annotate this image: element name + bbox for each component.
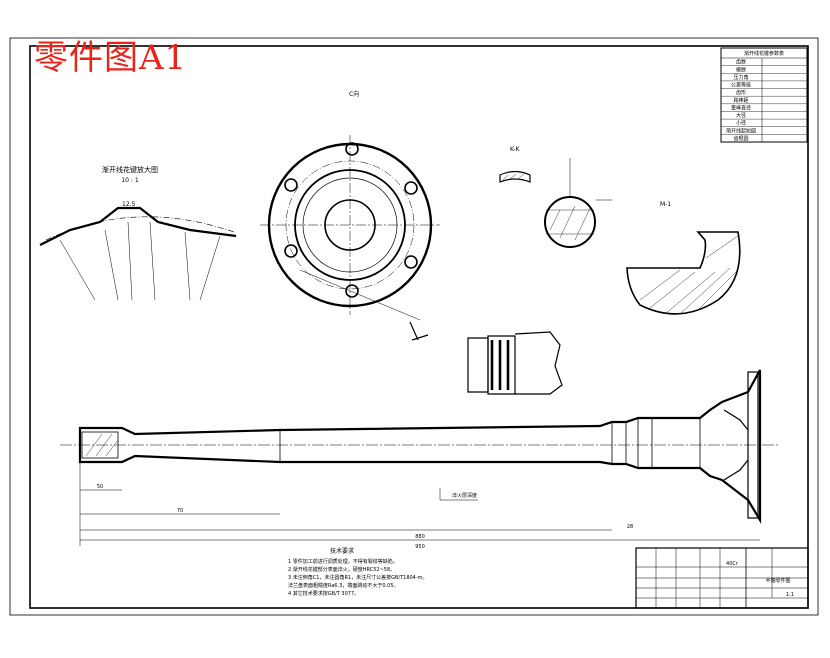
- param-table-row-label: 压力角: [733, 74, 748, 81]
- title-block: 半轴零件图 40Cr 1:1: [635, 547, 809, 609]
- dim-880: 880: [415, 534, 425, 540]
- tech-req-item-5: 4 其它技术要求按GB/T 3077。: [288, 590, 359, 597]
- detail-m-view: M-1: [626, 201, 741, 315]
- param-table-title: 渐开线花键参数表: [744, 50, 784, 57]
- inner-border: [29, 45, 809, 609]
- section-kk-label: K-K: [510, 146, 520, 153]
- detail-m-label: M-1: [660, 201, 671, 208]
- dim-950: 950: [415, 544, 425, 550]
- tech-req-item-4: 法兰盘表面粗糙度Ra6.3，端面跳动不大于0.05。: [288, 582, 399, 589]
- tech-req-item-3: 3 未注倒角C1，未注圆角R1，未注尺寸公差按GB/T1804-m。: [288, 574, 428, 581]
- param-table-row-label: 公差等级: [731, 82, 751, 89]
- half-shaft-main-view: 880 950 70 50 28 淬火层深度: [60, 369, 780, 550]
- param-table-row-label: 量棒直径: [731, 104, 751, 111]
- param-table-row-label: 大径: [736, 112, 746, 119]
- dim-28: 28: [627, 524, 633, 530]
- outer-border: [9, 37, 819, 616]
- section-kk-view: K-K: [499, 146, 612, 248]
- param-table-row-label: 小径: [736, 120, 746, 127]
- spline-dim-12-5: 12.5: [122, 201, 136, 208]
- technical-requirements: 技术要求 1 零件加工前进行调质处理，不得有裂纹等缺陷。 2 渐开线花键部分表面…: [288, 547, 428, 597]
- tech-req-item-2: 2 渐开线花键部分表面淬火，硬度HRC52~58。: [288, 566, 395, 573]
- spline-detail-scale: 10 : 1: [121, 177, 138, 184]
- dim-50: 50: [97, 484, 103, 490]
- param-table-row-label: 齿形: [736, 89, 746, 96]
- title-block-part-name: 半轴零件图: [765, 577, 790, 584]
- flange-view-label: C向: [349, 90, 359, 98]
- spline-partial-view: [467, 331, 563, 395]
- title-block-scale: 1:1: [786, 592, 794, 598]
- dim-70: 70: [177, 508, 183, 514]
- tech-req-heading: 技术要求: [330, 547, 354, 555]
- spline-detail-view: 渐开线花键放大图 10 : 1 12.5: [39, 165, 237, 301]
- quench-leader-note: 淬火层深度: [452, 492, 477, 499]
- flange-view: C向: [260, 90, 440, 341]
- spline-detail-title: 渐开线花键放大图: [102, 165, 158, 174]
- param-table-row-label: 渐开线起始圆: [726, 127, 756, 134]
- title-block-material: 40Cr: [726, 561, 739, 567]
- param-table-row-label: 齿数: [736, 59, 746, 66]
- drawing-watermark-title: 零件图A1: [34, 38, 188, 78]
- param-table-row-label: 齿根圆: [733, 135, 748, 142]
- tech-req-item-1: 1 零件加工前进行调质处理，不得有裂纹等缺陷。: [288, 558, 398, 565]
- param-table-row-label: 模数: [736, 66, 746, 73]
- param-table-row-label: 跨棒距: [733, 97, 748, 104]
